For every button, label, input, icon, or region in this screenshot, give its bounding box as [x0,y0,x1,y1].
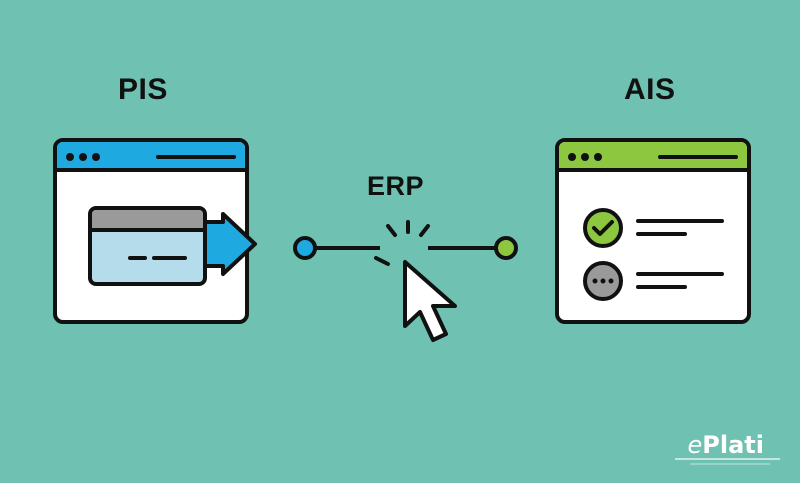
transfer-arrow-icon [203,212,257,276]
payment-card-transfer-icon [88,206,257,286]
window-dot [581,153,589,161]
erp-label: ERP [367,171,425,201]
pis-window-header [57,142,245,170]
connector-end-node [494,236,518,260]
ais-window-header [559,142,747,170]
status-list-icon [583,208,724,301]
window-dot [594,153,602,161]
window-dot [79,153,87,161]
window-dot [66,153,74,161]
ais-label: AIS [624,73,676,106]
cursor-arrow [403,260,457,342]
window-dot [568,153,576,161]
erp-connector [293,236,518,260]
window-dot [92,153,100,161]
connector-start-node [293,236,317,260]
click-cursor-icon [374,220,457,342]
pis-label: PIS [118,73,168,106]
check-icon [583,208,623,248]
logo-underline [675,458,780,465]
eplati-logo: ePlati [687,431,764,459]
card-stripe [92,210,203,230]
